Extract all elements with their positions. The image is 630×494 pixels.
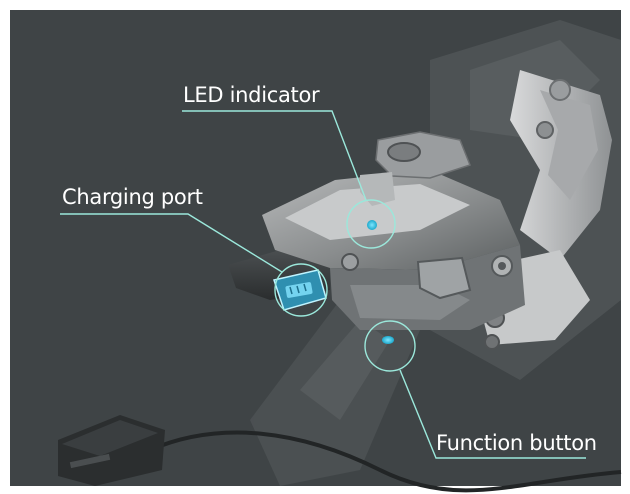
led-indicator-dot (367, 220, 377, 230)
function-button-leader (399, 369, 586, 459)
function-button-circle (364, 320, 416, 372)
charger-plug (58, 415, 165, 486)
charging-port-circle (274, 263, 328, 317)
derailleur-body (228, 131, 525, 330)
charging-port-label: Charging port (62, 185, 203, 209)
led-indicator-circle (346, 199, 396, 249)
led-indicator-leader (182, 110, 367, 201)
pulley-cage (470, 70, 612, 350)
function-button-dot (382, 336, 394, 344)
charging-port (273, 269, 327, 311)
charging-port-leader (60, 213, 283, 273)
led-indicator-label: LED indicator (183, 83, 320, 107)
cable (149, 430, 622, 493)
function-button-label: Function button (436, 431, 597, 455)
